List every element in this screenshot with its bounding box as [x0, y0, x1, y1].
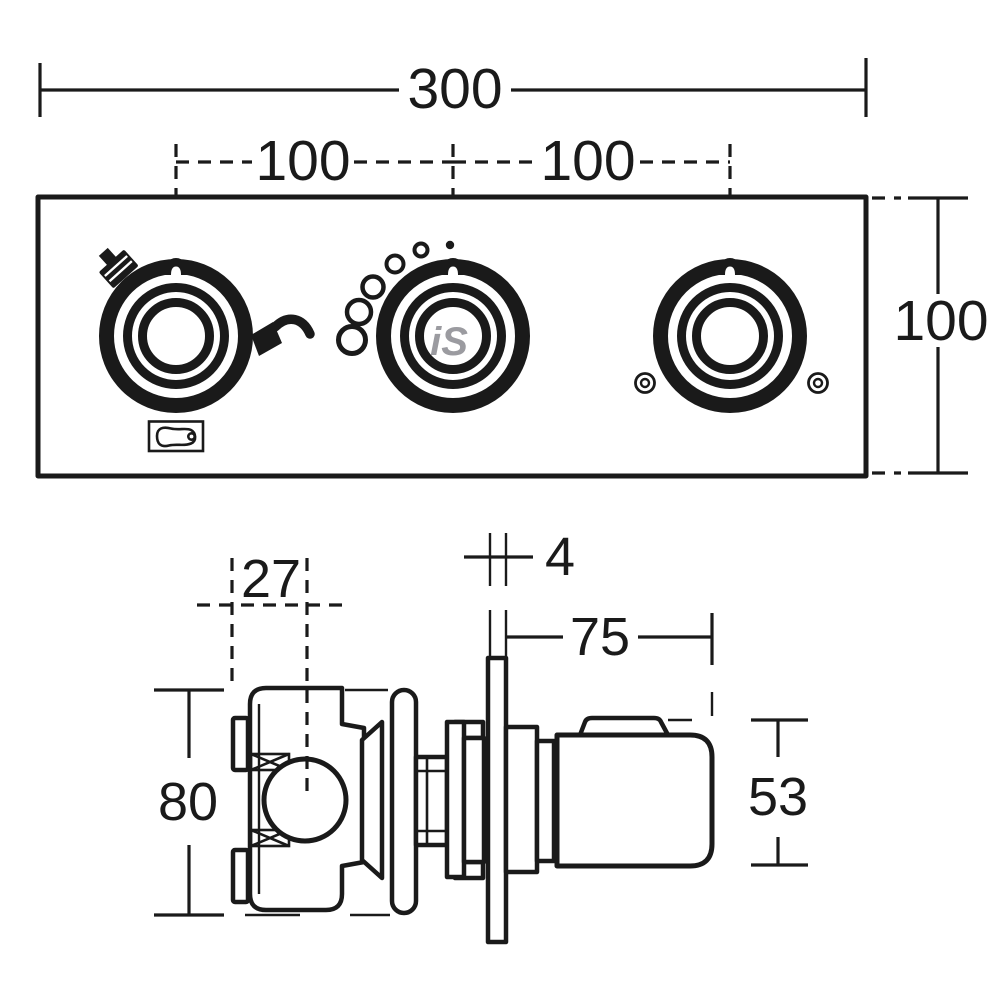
dim-offset: 27	[241, 549, 301, 609]
dim-plate-thickness: 4	[464, 527, 575, 657]
front-view: 300 100 100 100	[35, 57, 989, 479]
mounting-tab-top	[230, 715, 251, 773]
hand-shower-icon	[251, 314, 315, 356]
handle-grip-tab	[577, 715, 671, 738]
handle-collar-step	[534, 738, 557, 864]
dim-plate-height: 100	[872, 196, 989, 475]
bath-tub-icon	[147, 420, 205, 453]
overhead-shower-icon	[98, 247, 138, 288]
body-flange-strip	[359, 719, 385, 881]
cartridge-circle	[261, 756, 349, 844]
valve-body-side	[230, 685, 487, 916]
trim-plate-side	[485, 655, 509, 945]
dim-overall-width: 300	[38, 57, 868, 121]
dim-offset-centrelines	[197, 558, 343, 800]
cartridge-shaft	[413, 754, 450, 848]
volume-indicator-dot-left	[634, 372, 656, 394]
dim-plate-thickness-label: 4	[545, 527, 575, 587]
volume-indicator-dot-right	[807, 372, 829, 394]
handle-knob-side	[554, 732, 715, 869]
mounting-flange-capsule	[389, 687, 419, 916]
dim-handle-projection: 75	[506, 607, 714, 716]
dim-body-height: 80	[154, 688, 390, 917]
temperature-scale-dots	[336, 240, 455, 356]
side-view: 4 75 27 80	[154, 527, 808, 945]
flange2	[444, 719, 467, 880]
handle-collar	[503, 724, 540, 875]
spacer-block	[461, 735, 487, 865]
dim-offset-label: 27	[241, 549, 301, 609]
dim-handle-height-label: 53	[748, 767, 808, 827]
dim-plate-height-label: 100	[893, 289, 988, 353]
handle-side	[503, 715, 715, 875]
brand-logo: iS	[430, 320, 468, 364]
dim-handle-height: 53	[668, 718, 808, 867]
dim-body-height-label: 80	[158, 772, 218, 832]
dim-handle-projection-label: 75	[570, 607, 630, 667]
dim-left-spacing-label: 100	[255, 129, 350, 193]
dim-knob-spacing: 100 100	[174, 129, 732, 222]
dim-right-spacing-label: 100	[540, 129, 635, 193]
mounting-tab-bottom	[230, 847, 251, 905]
dim-overall-width-label: 300	[407, 57, 502, 121]
